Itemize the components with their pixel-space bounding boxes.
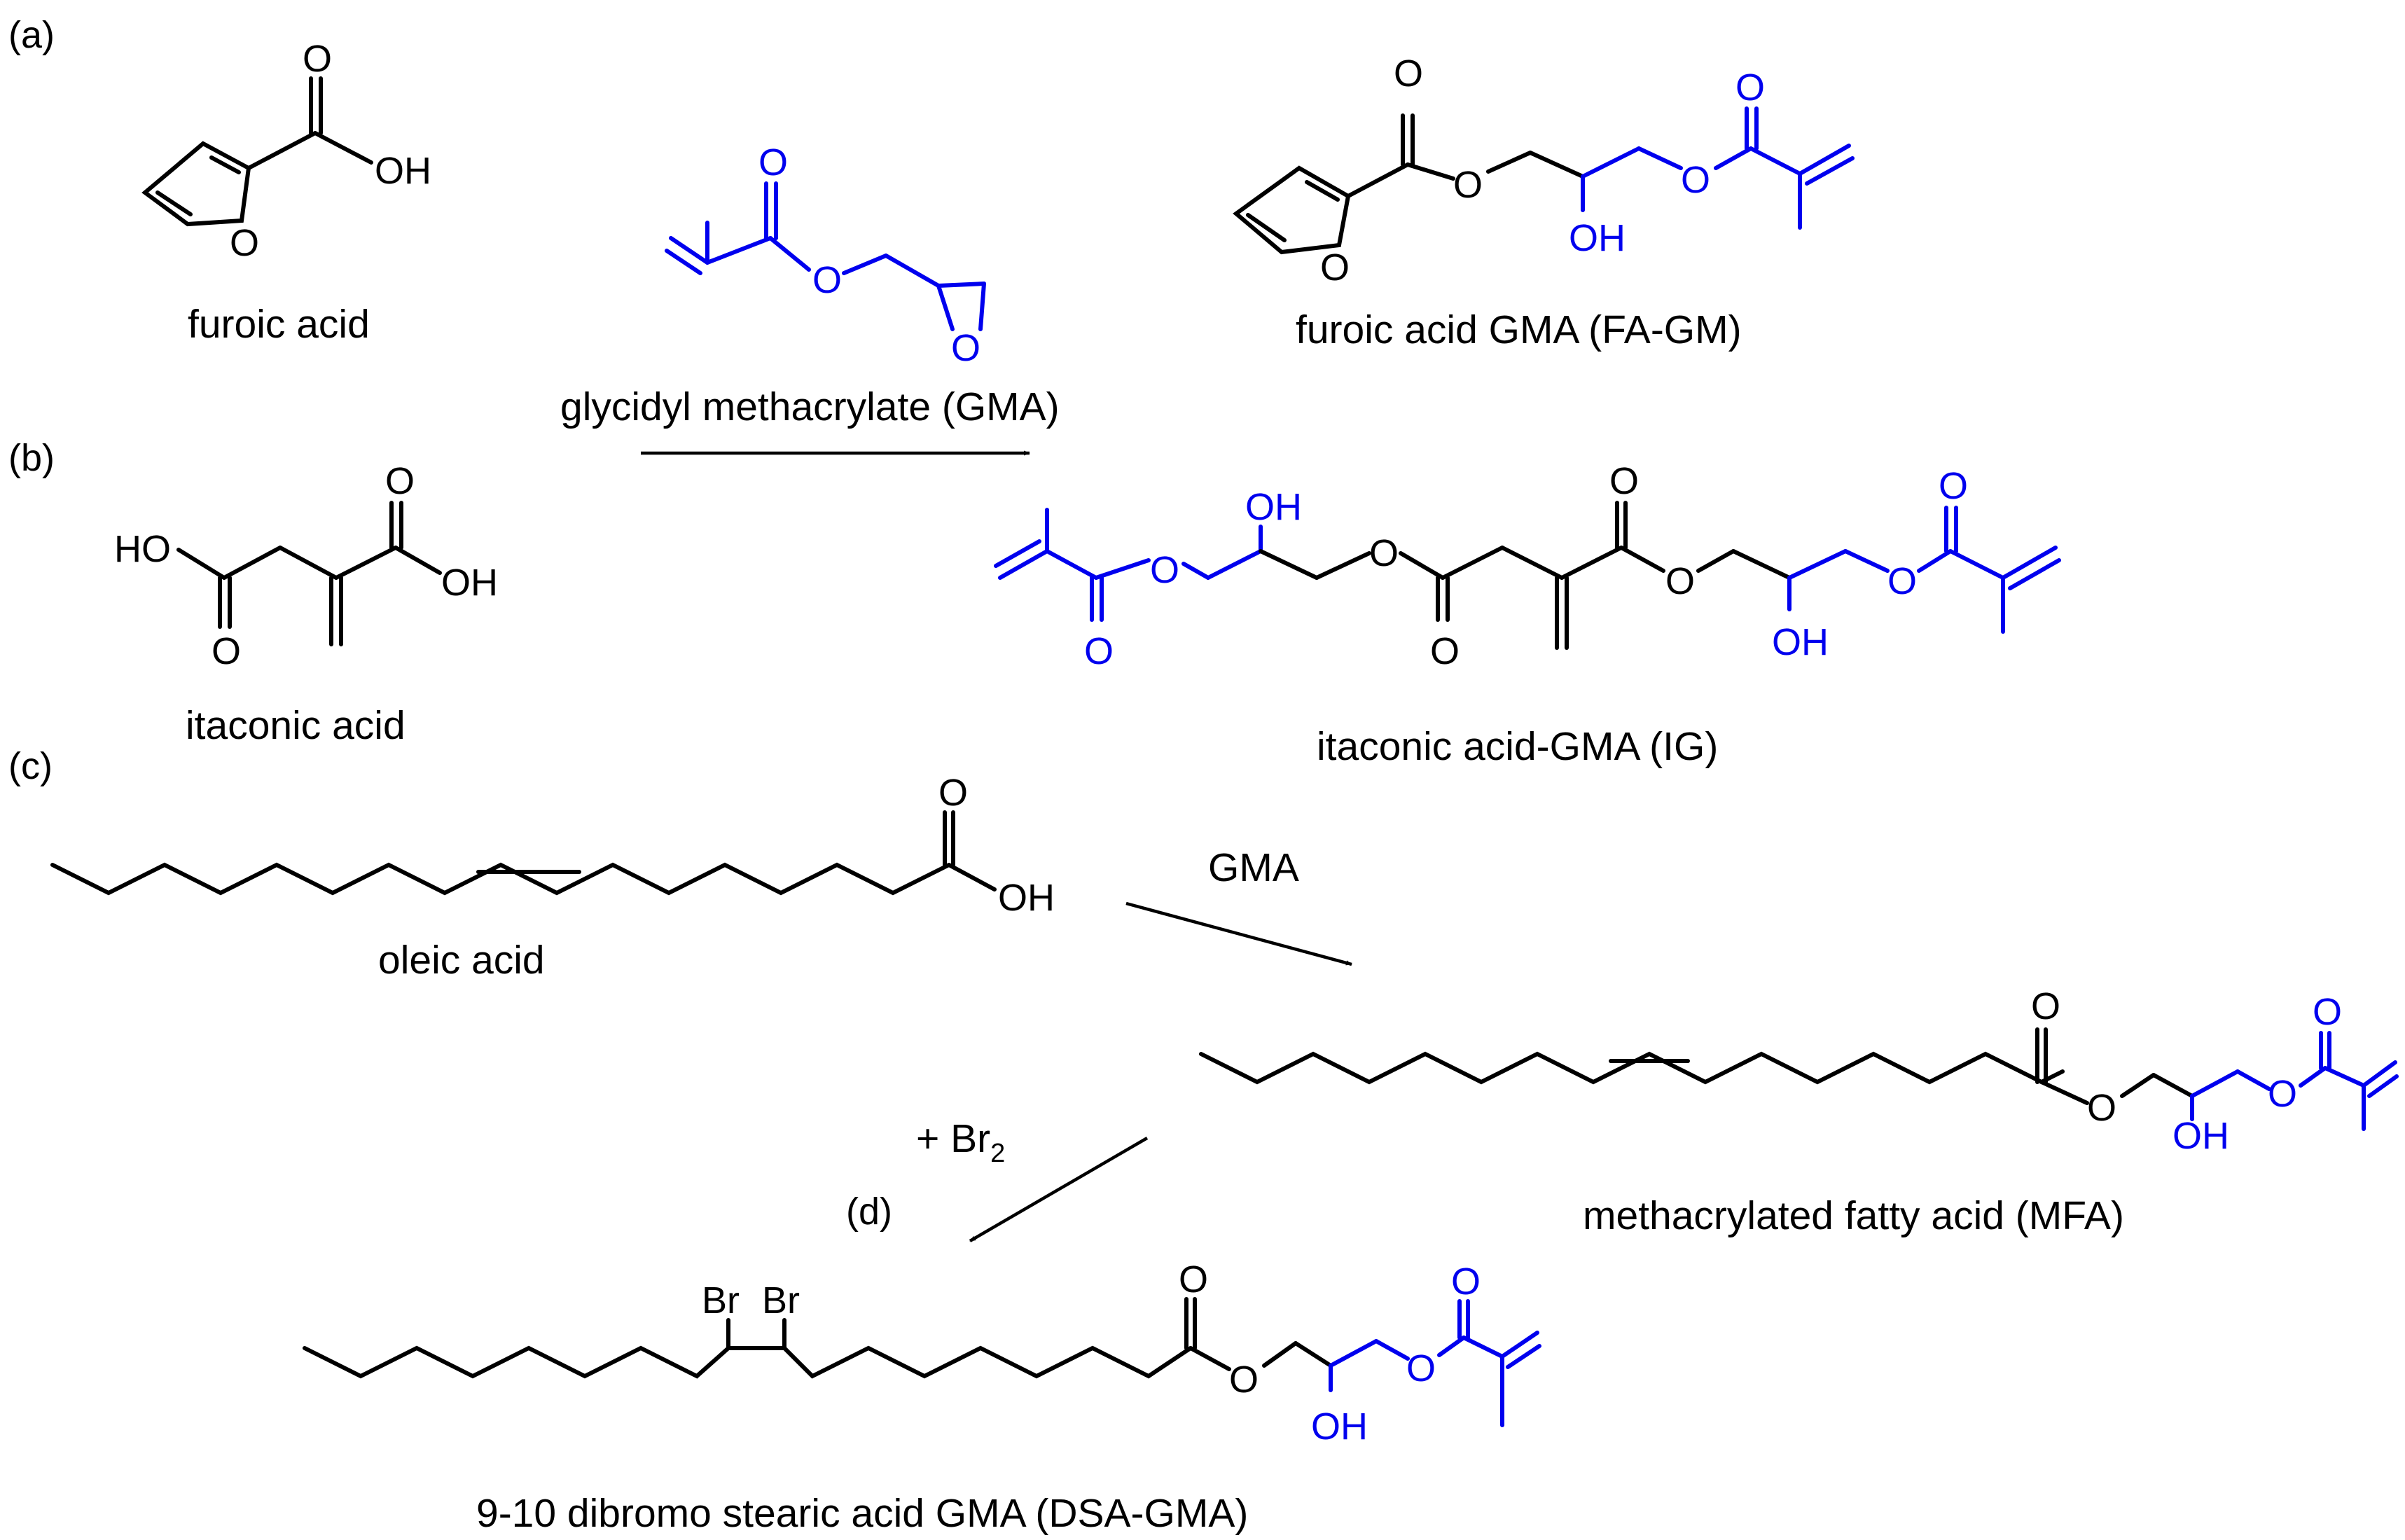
fa-gm-carbonyl-oxygen: O bbox=[1394, 53, 1423, 95]
gma-epoxide-oxygen: O bbox=[951, 327, 980, 369]
furoic-carbonyl-oxygen: O bbox=[303, 38, 332, 80]
fa-gm-structure-black bbox=[1233, 113, 1585, 255]
ig-carbonyl-oxygen-2: O bbox=[1430, 630, 1460, 672]
mfa-structure-black bbox=[1199, 1027, 2194, 1105]
mfa-structure-blue bbox=[2190, 1031, 2399, 1131]
reaction-arrow-mfa bbox=[1125, 901, 1352, 966]
fa-gm-structure-blue bbox=[1581, 106, 1855, 230]
ig-hydroxyl-bottom: OH bbox=[1772, 621, 1829, 663]
mfa-label: methacrylated fatty acid (MFA) bbox=[1583, 1193, 2124, 1238]
panel-label-b: (b) bbox=[8, 437, 55, 479]
panel-label-c: (c) bbox=[8, 745, 53, 787]
dsa-gma-structure-black bbox=[303, 1297, 1333, 1379]
ig-ester-oxygen-4: O bbox=[1887, 560, 1917, 602]
furoic-acid-label: furoic acid bbox=[188, 302, 370, 347]
furoic-hydroxyl: OH bbox=[375, 150, 431, 192]
itaconic-hydroxyl-left: HO bbox=[114, 528, 171, 570]
dsa-gma-structure-blue bbox=[1329, 1299, 1541, 1427]
gma-structure bbox=[665, 181, 986, 331]
dsa-hydroxyl: OH bbox=[1311, 1406, 1368, 1448]
fa-gm-label: furoic acid GMA (FA-GM) bbox=[1296, 307, 1742, 352]
panel-label-a: (a) bbox=[8, 14, 55, 56]
ig-structure-black bbox=[1259, 501, 1791, 650]
gma-label: glycidyl methacrylate (GMA) bbox=[560, 384, 1060, 429]
oleic-acid-label: oleic acid bbox=[378, 938, 545, 983]
dsa-carbonyl-oxygen: O bbox=[1179, 1258, 1208, 1300]
gma-ester-oxygen: O bbox=[812, 259, 842, 301]
dsa-ester2-oxygen: O bbox=[1406, 1347, 1436, 1389]
dsa-carbonyl2-oxygen: O bbox=[1451, 1261, 1481, 1303]
ig-ester-oxygen-2: O bbox=[1369, 532, 1399, 574]
reaction-arrow-bromination bbox=[969, 1137, 1149, 1242]
ig-ester-oxygen-3: O bbox=[1665, 560, 1695, 602]
reagent-bromine-label: + Br2 bbox=[916, 1116, 1005, 1168]
itaconic-acid-structure bbox=[176, 501, 442, 646]
dsa-bromine-1: Br bbox=[702, 1279, 740, 1322]
ig-structure-blue-left bbox=[994, 508, 1263, 622]
dsa-ester-oxygen: O bbox=[1229, 1359, 1259, 1401]
furoic-acid-structure bbox=[141, 76, 373, 227]
ig-carbonyl-oxygen-1: O bbox=[1084, 630, 1114, 672]
reagent-gma-label: GMA bbox=[1208, 845, 1299, 890]
dsa-gma-label: 9-10 dibromo stearic acid GMA (DSA-GMA) bbox=[476, 1491, 1248, 1536]
gma-carbonyl-oxygen: O bbox=[758, 141, 788, 183]
fa-gm-carbonyl2-oxygen: O bbox=[1735, 67, 1765, 109]
ig-carbonyl-oxygen-3: O bbox=[1609, 460, 1639, 502]
mfa-carbonyl-oxygen: O bbox=[2031, 985, 2060, 1027]
fa-gm-hydroxyl: OH bbox=[1569, 217, 1626, 259]
ig-carbonyl-oxygen-4: O bbox=[1939, 465, 1968, 507]
fa-gm-ester-oxygen: O bbox=[1453, 164, 1483, 206]
fa-gm-ring-oxygen: O bbox=[1320, 247, 1350, 289]
oleic-hydroxyl: OH bbox=[998, 877, 1055, 919]
furoic-ring-oxygen: O bbox=[230, 222, 259, 264]
ig-hydroxyl-top: OH bbox=[1245, 486, 1302, 528]
dsa-bromine-2: Br bbox=[762, 1279, 800, 1322]
mfa-carbonyl2-oxygen: O bbox=[2313, 991, 2342, 1033]
mfa-ester-oxygen: O bbox=[2087, 1087, 2116, 1129]
itaconic-carbonyl-oxygen-top: O bbox=[385, 460, 415, 502]
oleic-acid-structure bbox=[50, 810, 997, 896]
mfa-hydroxyl: OH bbox=[2172, 1115, 2229, 1157]
ig-structure-blue-right bbox=[1787, 506, 2061, 634]
mfa-ester2-oxygen: O bbox=[2268, 1073, 2297, 1115]
fa-gm-ester2-oxygen: O bbox=[1681, 159, 1710, 201]
panel-label-d: (d) bbox=[846, 1191, 892, 1233]
itaconic-hydroxyl-right: OH bbox=[441, 562, 498, 604]
ig-ester-oxygen-1: O bbox=[1150, 549, 1179, 591]
ig-label: itaconic acid-GMA (IG) bbox=[1317, 724, 1718, 769]
itaconic-acid-label: itaconic acid bbox=[186, 703, 406, 748]
itaconic-carbonyl-oxygen-bottom: O bbox=[212, 630, 241, 672]
oleic-carbonyl-oxygen: O bbox=[938, 772, 968, 814]
